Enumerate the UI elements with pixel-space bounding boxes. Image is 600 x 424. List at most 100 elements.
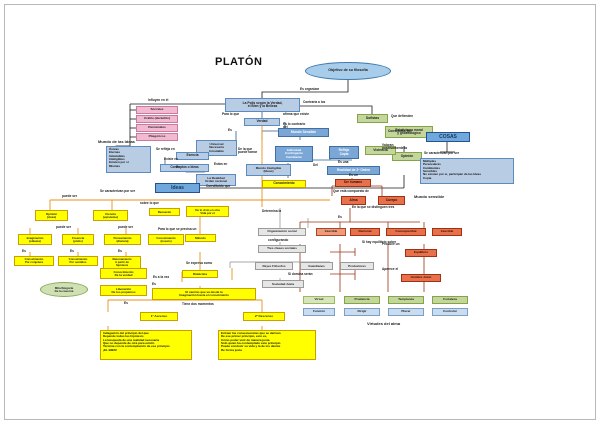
label-es-5: Es	[118, 249, 122, 253]
label-es-7: Es	[338, 215, 342, 219]
node-objetivo[interactable]: Objetivo de su filosofía	[305, 62, 391, 80]
node-opinion[interactable]: Opinión (doxa)	[35, 210, 68, 221]
node-guardianes[interactable]: Guardianes	[300, 262, 333, 270]
label-constituido-por: Constituido por	[388, 129, 412, 133]
node-opinion-top[interactable]: Opinión	[392, 152, 422, 161]
node-pensamiento[interactable]: Pensamiento (dianoia)	[104, 234, 141, 245]
node-conocimiento-verdad[interactable]: Conocimiento De la verdad	[100, 268, 147, 279]
node-equilibrio[interactable]: Equilibrio	[405, 249, 437, 257]
label-afirma-que-existe: afirma que existe	[283, 112, 310, 116]
node-conocimiento-noesis[interactable]: Conocimiento (noesis)	[148, 234, 184, 245]
label-del: Del	[313, 163, 318, 167]
node-philosopher-2[interactable]: Parménides	[136, 124, 178, 132]
node-irascible[interactable]: Irascible	[316, 228, 346, 236]
label-puede-ser-2: puede ser	[56, 225, 72, 229]
node-verdad[interactable]: Verdad	[244, 118, 280, 126]
label-puede-ser-3: puede ser	[118, 225, 134, 229]
node-individual[interactable]: Individual Contingente Cambiante	[275, 146, 313, 162]
node-reflejo-copia[interactable]: Reflejo Copia	[329, 146, 359, 159]
node-dirigir[interactable]: Dirigir	[344, 308, 380, 316]
node-organizacion-social[interactable]: Organización social	[258, 228, 306, 236]
node-tres-clases[interactable]: Tres clases sociales	[258, 245, 306, 253]
node-conceptos-ideas[interactable]: Conceptos o Ideas	[160, 164, 209, 172]
node-primer-ascenso[interactable]: 1º Ascenso	[140, 312, 178, 321]
label-se-caracterizan-2: Se caracterizan por ser	[100, 189, 136, 193]
node-por-sentidos[interactable]: Conocimiento Por sentidos	[58, 256, 98, 266]
label-para-lo-que: Para lo que	[222, 112, 240, 116]
node-mundo-inteligible[interactable]: Mundo Inteligible (Ideas)	[246, 164, 291, 176]
node-recuerdo[interactable]: Recuerdo	[149, 208, 180, 216]
node-liberacion[interactable]: Liberación De los prejuicios	[100, 285, 147, 296]
ideas-attributes-list: Únicas Eternas Inmutables Inteligibles E…	[106, 146, 151, 173]
node-reyes-filosofos[interactable]: Reyes Filósofos	[255, 262, 293, 270]
label-que-esta-compuesto-de: Que está compuesto de	[333, 189, 369, 193]
node-creencia[interactable]: Creencia (pistis)	[62, 234, 94, 245]
label-se-expresa-como: Se expresa como	[186, 261, 213, 265]
node-philosopher-1[interactable]: Crátilo (Heráclito)	[136, 115, 178, 123]
label-mundo-sensible: Mundo sensible	[414, 194, 445, 199]
node-alma[interactable]: Alma	[341, 196, 366, 205]
node-violencia[interactable]: Violencia	[365, 146, 396, 155]
node-philosopher-0[interactable]: Sócrates	[136, 106, 178, 114]
node-cuerpo[interactable]: Cuerpo	[378, 196, 405, 205]
label-puede-ser-1: puede ser	[62, 194, 78, 198]
node-templanza[interactable]: Templanza	[388, 296, 424, 304]
node-segundo-descenso[interactable]: 2º Descenso	[243, 312, 285, 321]
node-ser-humano[interactable]: Ser humano	[335, 179, 371, 187]
node-mito-caverna[interactable]: Mito/Alegoría De la caverna	[40, 282, 88, 297]
label-es-3: Es	[22, 249, 26, 253]
label-mundo-ideas: Mundo de las Ideas	[98, 139, 135, 144]
node-cosas[interactable]: COSAS	[426, 132, 470, 142]
node-ideas[interactable]: Ideas	[155, 183, 200, 193]
label-es-un: Es un	[349, 173, 358, 177]
text-ascenso: Indagación del principio del que Depende…	[100, 330, 192, 360]
node-fortaleza[interactable]: Fortaleza	[432, 296, 468, 304]
label-constituido-que: Constituido que	[206, 184, 231, 188]
node-philosopher-3[interactable]: Pitagóricos	[136, 133, 178, 141]
node-camino[interactable]: El camino que va desde la Imaginación ha…	[152, 288, 256, 300]
node-mundo-sensible[interactable]: Mundo Sensible	[278, 128, 329, 137]
node-irascible-2[interactable]: Irascible	[432, 228, 462, 236]
node-concupiscible[interactable]: Concupiscible	[386, 228, 426, 236]
node-funcion: Función	[303, 308, 335, 316]
node-de-lo-visto[interactable]: De lo visto en otra Vida por el	[186, 206, 229, 217]
node-conocimiento[interactable]: Conocimiento	[262, 180, 306, 188]
node-hombre-justo[interactable]: Hombre Justo	[401, 274, 441, 282]
label-configurando: configurando	[268, 238, 289, 242]
label-contraria-a-los: Contraria a los	[303, 100, 326, 104]
node-prudencia[interactable]: Prudencia	[344, 296, 380, 304]
node-racional[interactable]: Racional	[350, 228, 380, 236]
label-es-2: Es	[176, 165, 180, 169]
node-ciencia[interactable]: Ciencia (episteme)	[93, 210, 128, 221]
node-realidad-orden[interactable]: La Realidad Orden racional	[196, 174, 236, 186]
label-se-caracterizan-por-ser: Se caracterizan por ser	[424, 151, 460, 155]
label-es-a-la-vez: Es a la vez	[153, 275, 170, 279]
node-por-conjetura[interactable]: Conocimiento Por conjetura	[14, 256, 54, 266]
label-que-defienden: Que defienden	[391, 114, 414, 118]
node-imaginacion[interactable]: Imaginación (eikasía)	[18, 234, 52, 245]
node-dialectica[interactable]: Dialéctica	[182, 270, 218, 278]
node-virtud: Virtud	[303, 296, 335, 304]
label-tiene-dos-momentos: Tiene dos momentos	[182, 302, 214, 306]
node-controlar[interactable]: Controlar	[432, 308, 468, 316]
node-realidad-2-orden[interactable]: Realidad de 2º Orden	[327, 166, 380, 175]
page-title: PLATÓN	[215, 56, 263, 68]
label-es-una: Es una	[338, 160, 349, 164]
label-es-organizar: Es organizar	[300, 87, 320, 91]
node-sociedad-justa[interactable]: Sociedad Justa	[262, 280, 304, 288]
label-determina-la: Determina la	[262, 209, 282, 213]
node-productores[interactable]: Productores	[340, 262, 374, 270]
node-polis[interactable]: La Polis según la Verdad, el Bien y la B…	[225, 98, 300, 112]
node-esencia[interactable]: Esencia	[176, 152, 209, 160]
node-relativismo[interactable]: Relativismo moral y gnoseológico	[385, 126, 433, 138]
node-a-partir-hipotesis[interactable]: Razonamiento A partir de hipótesis	[103, 256, 141, 269]
label-existe-en: Existe en	[164, 157, 178, 161]
label-de-la-que-puede-tomar: De la que puede tomar	[238, 147, 258, 155]
node-placer[interactable]: Placer	[388, 308, 424, 316]
label-en-la-que-se-distinguen-tres: En la que se distinguen tres	[352, 205, 395, 209]
node-metodo[interactable]: Método	[185, 234, 216, 242]
node-sofistas[interactable]: Sofistas	[357, 114, 388, 123]
text-descenso: Extraer las consecuencias que se derivan…	[218, 330, 316, 360]
